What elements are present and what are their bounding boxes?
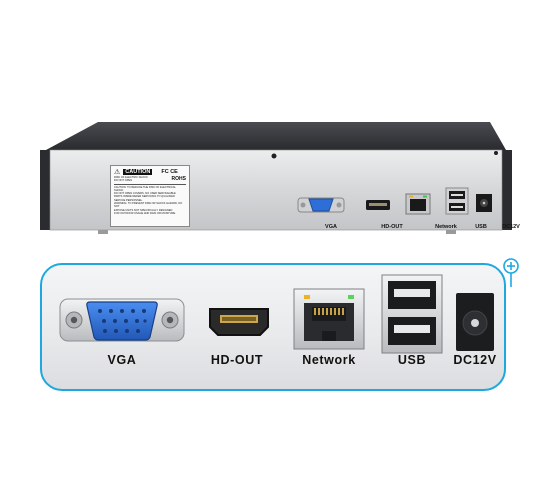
left-side-panel: [40, 150, 50, 230]
port-label-usb: USB: [397, 353, 427, 367]
sticker-body-line: CAUTION: TO REDUCE THE RISK OF ELECTRICA…: [114, 185, 176, 192]
dc-port-small: [476, 194, 492, 212]
rear-label-dc12v: DC12V: [502, 224, 520, 230]
screw-icon: [271, 153, 277, 159]
foot: [446, 230, 456, 234]
ports-closeup-graphic: [59, 274, 494, 354]
sticker-body-line: PARTS INSIDE REFER SERVICING TO QUALIFIE…: [114, 195, 175, 199]
rohs-mark: ROHS: [171, 176, 186, 182]
rear-label-usb: USB: [475, 224, 487, 230]
hdmi-port-small: [366, 200, 390, 210]
nvr-device-rear-view: ⚠ CAUTION FC CE RISK OF ELECTRIC SHOCK D…: [28, 110, 528, 250]
sticker-body-line: SERVICE PERSONNEL.: [114, 198, 143, 202]
caution-sticker: ⚠ CAUTION FC CE RISK OF ELECTRIC SHOCK D…: [110, 165, 190, 227]
rear-label-hdout: HD-OUT: [381, 224, 403, 230]
vga-port-small: [297, 197, 345, 213]
sticker-body-line: WARNING: TO PREVENT FIRE OR SHOCK HAZARD…: [114, 202, 183, 209]
plus-icon: [503, 258, 519, 287]
usb-port: [381, 274, 443, 354]
network-port: [293, 288, 365, 350]
sticker-body-line: FOR OUTDOOR USAGE AND RAIN OR MOISTURE.: [114, 211, 176, 215]
screw-icon: [494, 151, 498, 155]
sticker-title: CAUTION: [123, 169, 153, 175]
hdmi-port: [209, 308, 269, 336]
dc-power-port: [456, 293, 494, 351]
sticker-body-line: EXPOSE UNITS NOT SPECIFICALLY DESIGNED: [114, 208, 173, 212]
certification-marks: FC CE: [161, 169, 178, 175]
sticker-header-line: DO NOT OPEN: [114, 179, 133, 183]
device-lid: [46, 122, 506, 150]
port-label-vga: VGA: [107, 353, 137, 367]
rear-label-vga: VGA: [325, 224, 337, 230]
port-label-hdout: HD-OUT: [210, 353, 264, 367]
rear-label-network: Network: [435, 224, 457, 230]
port-label-dc12v: DC12V: [453, 353, 497, 367]
warning-triangle-icon: ⚠: [114, 169, 121, 176]
port-label-network: Network: [302, 353, 356, 367]
network-port-small: [405, 193, 431, 215]
right-side-panel: [502, 150, 512, 230]
ports-callout-panel: VGA HD-OUT Network USB DC12V: [40, 263, 506, 391]
sticker-header-line: RISK OF ELECTRIC SHOCK: [114, 176, 148, 179]
usb-port-small: [445, 187, 469, 215]
vga-port: [59, 298, 185, 342]
foot: [98, 230, 108, 234]
sticker-body-line: DO NOT OPEN COVERS. NO USER SERVICEABLE: [114, 192, 176, 196]
